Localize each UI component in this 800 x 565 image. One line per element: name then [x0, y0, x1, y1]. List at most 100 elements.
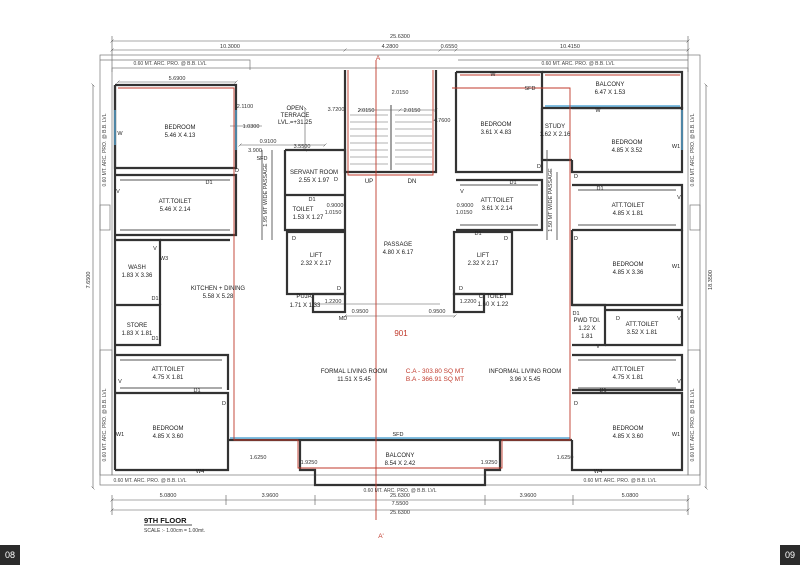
- dim-right-height: 18.3500: [708, 270, 714, 290]
- dim-09000b: 0.9000: [457, 203, 474, 209]
- drawing-scale: SCALE :- 1.00cm = 1.00mt.: [144, 528, 205, 534]
- projection-outlines: [99, 54, 701, 486]
- dim-37200: 3.7200: [328, 107, 345, 113]
- tag-d1-j: D1: [474, 231, 481, 237]
- tag-d1-c: D1: [151, 296, 158, 302]
- tag-w4-b: W4: [594, 469, 602, 475]
- tag-w-a: W: [117, 131, 123, 137]
- dim-bottom-e: 5.0800: [622, 493, 639, 499]
- tag-d1-f: D1: [509, 180, 516, 186]
- room-passage-size: 4.80 X 6.17: [383, 250, 414, 256]
- tag-v-b: V: [153, 246, 157, 252]
- dim-09500b: 0.9500: [429, 309, 446, 315]
- room-formal-living-size: 11.51 X 5.45: [337, 377, 371, 383]
- room-open-terrace-1: OPEN: [286, 106, 303, 112]
- dim-12200b: 1.2200: [460, 299, 477, 305]
- room-puja-size: 1.71 X 1.33: [290, 303, 321, 309]
- tag-v-h: V: [677, 379, 681, 385]
- dim-21100: 2.1100: [237, 104, 253, 110]
- room-bedroom-br: BEDROOM: [612, 426, 643, 432]
- dim-09500a: 0.9500: [352, 309, 369, 315]
- room-informal-living-size: 3.96 X 5.45: [510, 377, 541, 383]
- dim-10150a: 1.0150: [325, 210, 342, 216]
- opening-tags: D1 D W V SFD D1 D D D W3 V D1 D1 V D1 D …: [116, 72, 681, 475]
- room-wash-size: 1.83 X 3.36: [122, 273, 153, 279]
- passage-labels: 1.95 MT WIDE PASSAGE 1.50 MT WIDE PASSAG…: [263, 163, 554, 232]
- room-att-toilet-r3-size: 4.75 X 1.81: [613, 375, 644, 381]
- room-att-toilet-l2: ATT.TOILET: [152, 367, 185, 373]
- room-lift-l: LIFT: [310, 253, 323, 259]
- room-pwd-toilet: PWD TOI.: [573, 318, 600, 324]
- tag-d-l: D: [574, 401, 578, 407]
- dim-16250b: 1.6250: [557, 455, 574, 461]
- tag-d-h: D: [574, 236, 578, 242]
- projection-top-right: 0.60 MT. ARC. PRO. @ B.B. LVL: [541, 61, 614, 67]
- room-balcony-bottom: BALCONY: [386, 453, 415, 459]
- dim-overall-bottom: 25.6300: [390, 510, 410, 516]
- projection-bottom-mid: 0.60 MT. ARC. PRO. @ B.B. LVL: [363, 488, 436, 494]
- stair-labels: UP DN: [365, 179, 417, 185]
- dim-bottom-b: 3.9600: [262, 493, 279, 499]
- tag-sfd-a: SFD: [257, 156, 268, 162]
- tag-w1-a: W1: [116, 432, 124, 438]
- tag-sfd-c: SFD: [525, 86, 536, 92]
- room-lift-r-size: 2.32 X 2.17: [468, 261, 499, 267]
- room-toilet-size: 1.53 X 1.27: [293, 215, 324, 221]
- room-att-toilet-r2: ATT.TOILET: [626, 322, 659, 328]
- room-informal-living: INFORMAL LIVING ROOM: [489, 369, 561, 375]
- tag-w1-d: W1: [672, 432, 680, 438]
- dim-bottom-a: 5.0800: [160, 493, 177, 499]
- tag-d-a: D: [235, 168, 239, 174]
- room-c-toilet: C. TOILET: [479, 294, 508, 300]
- tag-v-a: V: [116, 189, 120, 195]
- tag-d1-a: D1: [205, 180, 212, 186]
- dim-top-right: 10.4150: [560, 44, 580, 50]
- dim-12200a: 1.2200: [325, 299, 342, 305]
- dim-left-height: 7.6500: [86, 272, 92, 289]
- tag-v-f: V: [596, 344, 600, 350]
- tag-v-e: V: [460, 189, 464, 195]
- room-store: STORE: [127, 323, 148, 329]
- room-att-toilet-l2-size: 4.75 X 1.81: [153, 375, 184, 381]
- dim-top-mid: 4.2800: [382, 44, 399, 50]
- room-lift-r: LIFT: [477, 253, 490, 259]
- tag-d-i: D: [504, 236, 508, 242]
- tag-d1-b: D1: [308, 197, 315, 203]
- room-bedroom-bl: BEDROOM: [152, 426, 183, 432]
- tag-d-k: D: [616, 316, 620, 322]
- tag-md: MD: [339, 316, 348, 322]
- room-bedroom-r2-size: 4.85 X 3.36: [613, 270, 644, 276]
- tag-d1-d: D1: [151, 336, 158, 342]
- room-servant: SERVANT ROOM: [290, 170, 338, 176]
- room-wash: WASH: [128, 265, 146, 271]
- section-lines: [118, 60, 680, 520]
- tag-d-d: D: [337, 286, 341, 292]
- room-pwd-toilet-size1: 1.22 X: [578, 326, 595, 332]
- room-study: STUDY: [545, 124, 565, 130]
- page-number-right: 09: [780, 545, 800, 565]
- room-bedroom-r1: BEDROOM: [611, 140, 642, 146]
- dim-overall-bottom-a: 25.6300: [390, 493, 410, 499]
- dim-top-left: 10.3000: [220, 44, 240, 50]
- dim-16250a: 1.6250: [250, 455, 267, 461]
- projection-left-1: 0.60 MT. ARC. PRO. @ B.B. LVL: [102, 113, 108, 186]
- dim-overall-top: 25.6300: [390, 34, 410, 40]
- room-c-toilet-size: 1.60 X 1.22: [478, 302, 509, 308]
- room-lift-l-size: 2.32 X 2.17: [301, 261, 332, 267]
- room-formal-living: FORMAL LIVING ROOM: [321, 369, 387, 375]
- glazing-lines: [114, 105, 683, 439]
- projection-right-1: 0.60 MT. ARC. PRO. @ B.B. LVL: [690, 113, 696, 186]
- dim-top-mid2: 0.6550: [441, 44, 458, 50]
- room-att-toilet-r3: ATT.TOILET: [612, 367, 645, 373]
- room-open-terrace-3: LVL.=+31.25: [278, 120, 313, 126]
- tag-d-e: D: [222, 401, 226, 407]
- room-att-toilet-r1: ATT.TOILET: [612, 203, 645, 209]
- dim-20150c: 2.0150: [392, 90, 409, 96]
- room-passage: PASSAGE: [384, 242, 412, 248]
- room-bedroom-tl: BEDROOM: [164, 125, 195, 131]
- area-text: 901 C.A - 303.80 SQ MT B.A - 366.91 SQ M…: [376, 55, 464, 540]
- dimension-text: 25.6300 10.3000 4.2800 0.6550 10.4150 5.…: [86, 34, 714, 516]
- walls: [113, 70, 684, 487]
- projection-bottom-left: 0.60 MT. ARC. PRO. @ B.B. LVL: [113, 478, 186, 484]
- room-att-toilet-l1: ATT.TOILET: [159, 199, 192, 205]
